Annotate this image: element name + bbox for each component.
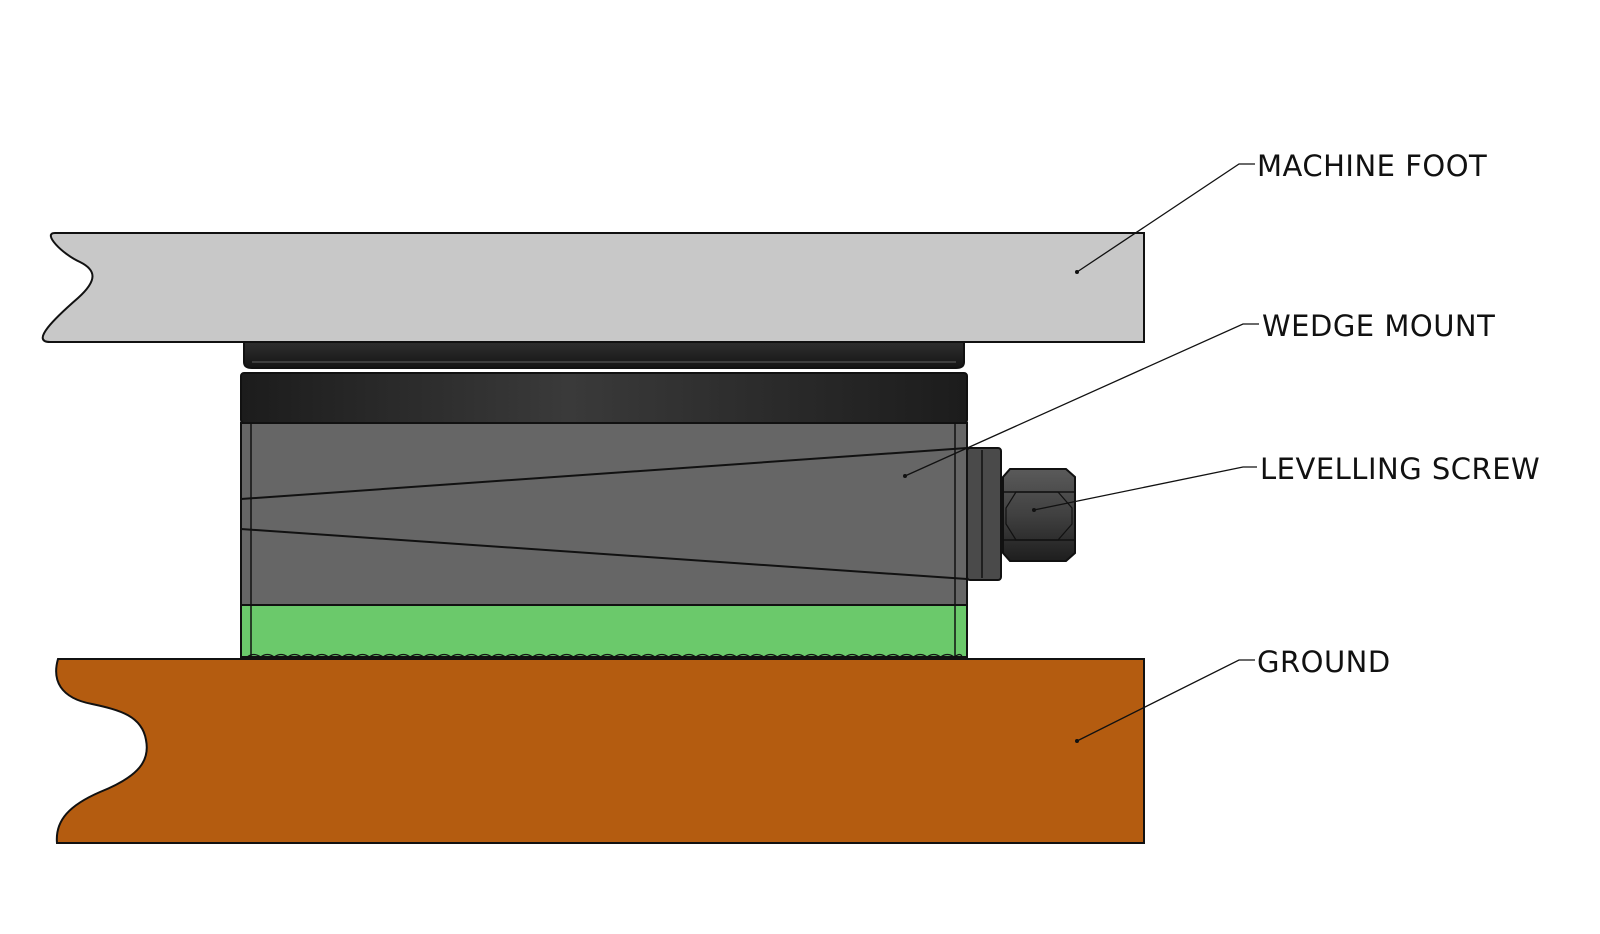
wedge-mount-label: WEDGE MOUNT bbox=[1262, 309, 1495, 343]
wedge-mount-leader bbox=[904, 323, 1259, 477]
levelling-screw-label: LEVELLING SCREW bbox=[1260, 452, 1540, 486]
wedge-upper-taper bbox=[240, 447, 968, 500]
levelling-screw-nut bbox=[1002, 468, 1076, 562]
wedge-body bbox=[240, 422, 968, 606]
mount-cap bbox=[240, 372, 968, 424]
pad-serration-edge bbox=[246, 653, 963, 658]
ground-leader bbox=[1076, 659, 1255, 742]
machine-foot-leader-dot bbox=[1075, 270, 1079, 274]
machine-foot-leader bbox=[1076, 163, 1255, 273]
screw-washer bbox=[966, 447, 1002, 581]
ground-label: GROUND bbox=[1257, 645, 1391, 679]
wedge-mount-leader-dot bbox=[903, 474, 907, 478]
machine-foot-label: MACHINE FOOT bbox=[1257, 149, 1487, 183]
levelling-screw-leader bbox=[1033, 466, 1257, 511]
machine-foot bbox=[41, 232, 1145, 343]
pad-serrations bbox=[246, 653, 963, 658]
levelling-screw-leader-dot bbox=[1032, 508, 1036, 512]
ground-leader-dot bbox=[1075, 739, 1079, 743]
wedge-lower-taper bbox=[240, 528, 968, 580]
ground bbox=[55, 658, 1145, 844]
elastomer-pad bbox=[240, 604, 968, 658]
nut-hex-face bbox=[1005, 491, 1073, 541]
top-disc bbox=[243, 341, 965, 369]
